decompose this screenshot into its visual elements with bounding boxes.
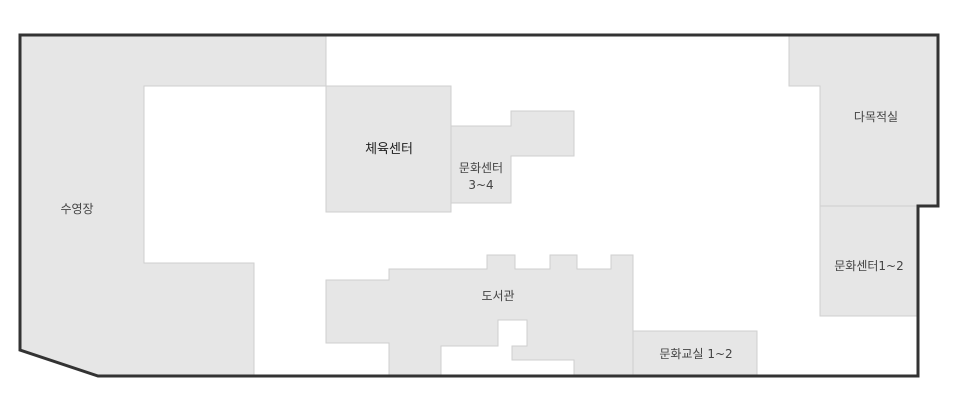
room-library[interactable]: 도서관 <box>325 254 634 377</box>
room-pool-area[interactable] <box>19 34 327 377</box>
room-culture-center-3-4-area[interactable] <box>450 110 575 204</box>
room-culture-center-1-2-area[interactable] <box>819 205 919 317</box>
room-library-area[interactable] <box>325 254 634 377</box>
room-culture-center-1-2[interactable]: 문화센터1~2 <box>819 205 919 317</box>
room-gym-area[interactable] <box>325 85 452 213</box>
room-classroom[interactable]: 문화교실 1~2 <box>632 330 758 377</box>
room-multipurpose[interactable]: 다목적실 <box>788 34 939 207</box>
building-outline <box>18 33 940 378</box>
room-pool[interactable]: 수영장 <box>19 34 327 377</box>
room-multipurpose-area[interactable] <box>788 34 939 207</box>
room-gym[interactable]: 체육센터 <box>325 85 452 213</box>
room-culture-center-3-4[interactable]: 문화센터 3~4 <box>450 110 575 204</box>
room-classroom-area[interactable] <box>632 330 758 377</box>
